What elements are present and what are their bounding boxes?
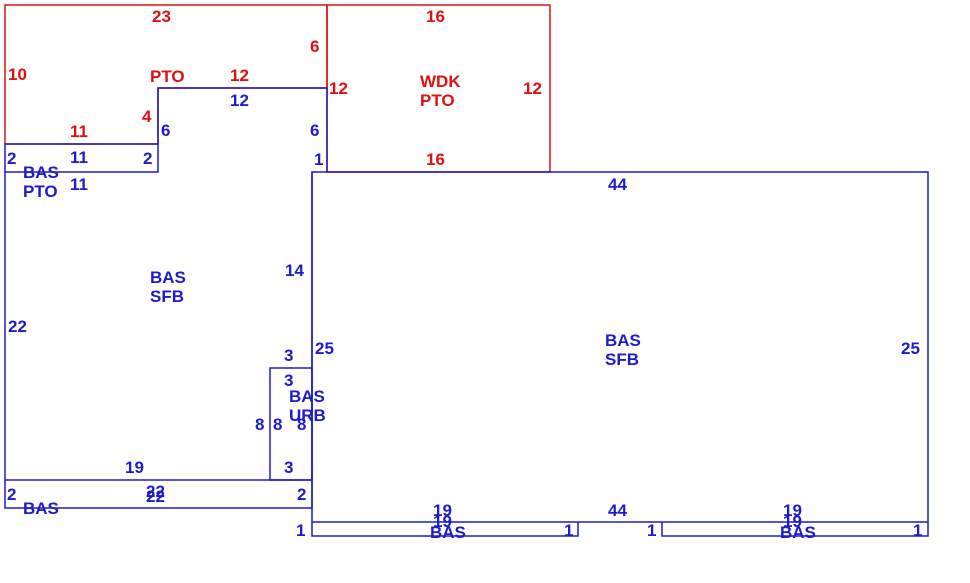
bas-strip-left-outline: [4, 480, 313, 509]
dim-strip-left-top: 22: [146, 482, 165, 501]
bas-sfb-left-outline: [4, 172, 313, 481]
dim-small-bottom: 11: [70, 175, 88, 194]
upper-inner-outline: [157, 87, 328, 172]
dim-strip-left-left: 2: [7, 485, 16, 504]
dim-wdk-bottom: 16: [426, 150, 445, 169]
dim-pto-left-height: 10: [8, 65, 27, 84]
bas-pto-small-label-2: PTO: [23, 182, 58, 201]
dim-pto-bottom: 11: [70, 122, 88, 141]
dim-upper-inner-top: 12: [230, 91, 249, 110]
dim-wdk-top: 16: [426, 7, 445, 26]
dim-urb-left: 8: [255, 415, 264, 434]
dim-strip-right-right: 1: [913, 521, 922, 540]
bas-strip-right-label: BAS: [780, 523, 816, 542]
dim-upper-inner-right: 6: [310, 121, 319, 140]
dim-left-height: 22: [8, 317, 27, 336]
bas-strip-right-outline: [661, 522, 929, 537]
dim-right-left: 25: [315, 339, 334, 358]
dim-left-right-upper: 14: [285, 261, 304, 280]
dim-pto-top-width: 23: [152, 7, 171, 26]
dim-right-top: 44: [608, 175, 627, 194]
dim-strip-right-top: 19: [783, 501, 802, 520]
dim-small-left: 2: [7, 149, 16, 168]
dim-urb-bottom: 3: [284, 458, 293, 477]
dim-wdk-left: 12: [329, 79, 348, 98]
dim-gap-one: 1: [314, 150, 323, 169]
pto-top-label: PTO: [150, 67, 185, 86]
bas-strip-mid-label: BAS: [430, 523, 466, 542]
dim-upper-inner-left: 6: [161, 121, 170, 140]
bas-urb-label-1: BAS: [289, 387, 325, 406]
dim-urb-inner-top: 3: [284, 371, 293, 390]
dim-strip-mid-top: 19: [433, 501, 452, 520]
wdk-label: WDK: [420, 72, 461, 91]
dim-left-bottom: 19: [125, 458, 144, 477]
bas-pto-small-outline: [4, 143, 159, 173]
bas-sfb-right-label-1: BAS: [605, 331, 641, 350]
dim-strip-right-bottom: 19: [783, 512, 802, 531]
bas-pto-small-label-1: BAS: [23, 163, 59, 182]
bas-sfb-left-label-1: BAS: [150, 268, 186, 287]
dim-right-bottom: 44: [608, 501, 627, 520]
dim-strip-left-bottom: 22: [146, 487, 165, 506]
bas-sfb-right-label-2: SFB: [605, 350, 639, 369]
dim-strip-mid-right: 1: [564, 521, 573, 540]
dim-urb-right: 8: [297, 415, 306, 434]
dim-right-right: 25: [901, 339, 920, 358]
bas-strip-mid-outline: [311, 522, 579, 537]
wdk-pto-label: PTO: [420, 91, 455, 110]
dim-strip-mid-bottom: 19: [433, 512, 452, 531]
dim-pto-step-down: 4: [142, 107, 152, 126]
dim-pto-right-upper: 6: [310, 37, 319, 56]
dim-strip-mid-left: 1: [296, 521, 305, 540]
dim-small-right: 2: [143, 149, 152, 168]
dim-urb-inner-left: 8: [273, 415, 282, 434]
dim-pto-mid-step: 12: [230, 66, 249, 85]
dim-strip-right-left: 1: [647, 521, 656, 540]
bas-sfb-left-label-2: SFB: [150, 287, 184, 306]
dim-small-top: 11: [70, 148, 88, 167]
dim-wdk-right: 12: [523, 79, 542, 98]
dim-strip-left-right: 2: [297, 485, 306, 504]
dim-urb-top: 3: [284, 346, 293, 365]
bas-strip-left-label: BAS: [23, 499, 59, 518]
bas-urb-label-2: URB: [289, 406, 326, 425]
